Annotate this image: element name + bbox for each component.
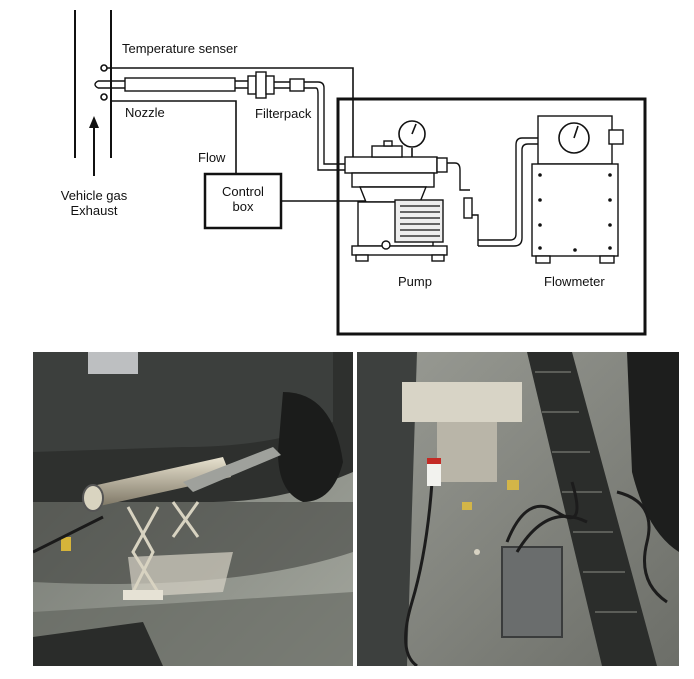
control-box-label-line2: box — [232, 199, 254, 214]
exhaust-arrow — [89, 116, 99, 176]
sampling-probe — [94, 77, 248, 92]
sample-line — [274, 78, 345, 171]
nozzle-label: Nozzle — [125, 105, 165, 120]
vehicle-exhaust-label-line2: Exhaust — [70, 203, 118, 218]
vehicle-exhaust-label-line1: Vehicle gas — [60, 188, 128, 203]
flowmeter-label: Flowmeter — [544, 274, 605, 289]
photo-vehicle-exhaust-sampler — [33, 352, 353, 666]
flowmeter-gauge-icon — [558, 122, 590, 154]
pump-to-flowmeter-line — [447, 137, 540, 247]
control-box-label-line1: Control — [222, 184, 264, 199]
pump-label: Pump — [398, 274, 432, 289]
photo-sampling-equipment — [357, 352, 679, 666]
flow-label: Flow — [198, 150, 226, 165]
pump — [344, 140, 473, 262]
schematic-diagram — [74, 10, 647, 336]
temperature-sensor-label: Temperature senser — [122, 41, 238, 56]
nozzle-tip — [100, 93, 108, 101]
filterpack-label: Filterpack — [255, 106, 312, 121]
filterpack — [247, 71, 275, 99]
temperature-sensor-tip — [100, 64, 108, 72]
control-box-label: Control box — [205, 184, 281, 214]
equipment-enclosure — [336, 97, 647, 336]
flow-wire — [111, 100, 237, 174]
pump-gauge-icon — [398, 120, 426, 157]
temperature-sensor-wire — [107, 67, 354, 165]
vehicle-exhaust-label: Vehicle gas Exhaust — [44, 188, 144, 218]
